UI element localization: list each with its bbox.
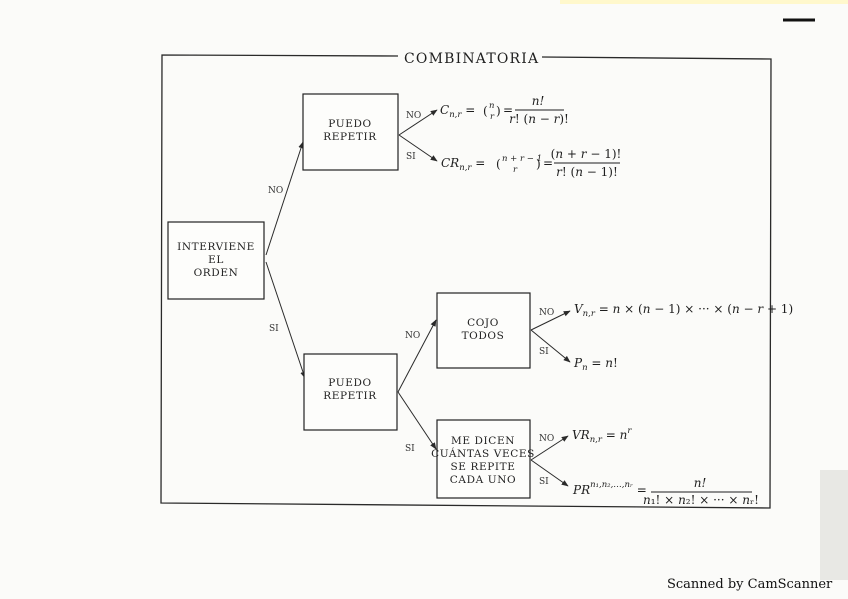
svg-text:): ): [496, 104, 501, 118]
svg-text:Vn,r = n × (n − 1) × ··· × (n: Vn,r = n × (n − 1) × ··· × (n − r + 1): [574, 302, 793, 319]
edge-root-to-top: [265, 141, 304, 256]
repeat-count-node: ME DICEN CUÁNTAS VECES SE REPITE CADA UN…: [431, 419, 535, 499]
svg-text:CRn,r =: CRn,r =: [441, 156, 485, 173]
top-repeat-node: PUEDO REPETIR: [302, 93, 399, 171]
root-node: INTERVIENE EL ORDEN: [167, 221, 265, 300]
edge-label-root-no: NO: [268, 186, 283, 196]
svg-text:r: r: [513, 165, 518, 175]
svg-text:=: =: [503, 103, 513, 117]
formula-combinations-repetition: CRn,r = ( n + r − 1 r ) = (n + r − 1)! r…: [441, 147, 621, 179]
scan-edge-highlight: [560, 0, 848, 4]
edge-label-top-si: SI: [406, 152, 416, 162]
svg-text:(: (: [483, 104, 488, 118]
top-repeat-line-1: PUEDO: [328, 118, 371, 130]
scanner-watermark: Scanned by CamScanner: [667, 577, 833, 592]
take-all-line-2: TODOS: [462, 330, 505, 342]
formula-permutations: Pn = n!: [573, 356, 618, 373]
svg-text:r: r: [490, 112, 495, 122]
svg-text:=: =: [543, 156, 553, 170]
svg-text:(n + r − 1)!: (n + r − 1)!: [551, 147, 622, 161]
edge-label-root-si: SI: [269, 324, 279, 334]
outer-frame: [160, 54, 772, 509]
svg-text:n: n: [489, 101, 494, 111]
repeat-count-line-1: ME DICEN: [451, 435, 515, 447]
edge-label-top-no: NO: [406, 111, 421, 121]
edge-label-take-all-si: SI: [539, 347, 549, 357]
svg-text:(: (: [496, 157, 501, 171]
edge-label-bottom-no: NO: [405, 331, 420, 341]
svg-text:VRn,r = nr: VRn,r = nr: [572, 426, 632, 445]
root-line-1: INTERVIENE: [177, 241, 255, 253]
svg-text:n!: n!: [532, 94, 545, 108]
edge-root-to-bottom: [265, 261, 306, 379]
formula-variations: Vn,r = n × (n − 1) × ··· × (n − r + 1): [574, 302, 793, 319]
edge-label-repeat-count-si: SI: [539, 477, 549, 487]
scan-edge-shadow: [820, 470, 848, 580]
root-line-2: EL: [208, 254, 224, 266]
bottom-repeat-line-2: REPETIR: [323, 390, 377, 402]
edge-top-no: [398, 109, 438, 136]
edge-top-si: [398, 134, 438, 162]
svg-text:Pn = n!: Pn = n!: [573, 356, 618, 373]
repeat-count-line-3: SE REPITE: [450, 461, 515, 473]
bottom-repeat-line-1: PUEDO: [328, 377, 371, 389]
svg-text:): ): [536, 157, 541, 171]
edge-take-all-no: [530, 310, 571, 331]
edge-bottom-no: [397, 319, 437, 393]
svg-text:n + r − 1: n + r − 1: [502, 154, 542, 164]
svg-text:n₁! × n₂! × ··· × nᵣ!: n₁! × n₂! × ··· × nᵣ!: [643, 493, 759, 507]
svg-text:PRn₁,n₂,…,nᵣ =: PRn₁,n₂,…,nᵣ =: [572, 480, 647, 497]
formula-variations-repetition: VRn,r = nr: [572, 426, 632, 445]
formula-permutations-repetition: PRn₁,n₂,…,nᵣ = n! n₁! × n₂! × ··· × nᵣ!: [572, 476, 759, 507]
edge-bottom-si: [397, 391, 437, 450]
take-all-node: COJO TODOS: [436, 292, 531, 369]
take-all-line-1: COJO: [467, 317, 499, 329]
edge-label-repeat-count-no: NO: [539, 434, 554, 444]
formula-combinations: Cn,r = ( n r ) = n! r! (n − r)!: [440, 94, 569, 126]
svg-text:Cn,r =: Cn,r =: [440, 103, 475, 120]
edge-repeat-count-si: [530, 459, 569, 487]
bottom-repeat-node: PUEDO REPETIR: [303, 353, 398, 431]
edge-label-bottom-si: SI: [405, 444, 415, 454]
svg-text:n!: n!: [694, 476, 707, 490]
edge-take-all-si: [530, 329, 571, 363]
repeat-count-line-2: CUÁNTAS VECES: [431, 446, 535, 460]
diagram-title: COMBINATORIA: [404, 51, 539, 67]
repeat-count-line-4: CADA UNO: [450, 474, 516, 486]
svg-text:r! (n − 1)!: r! (n − 1)!: [556, 165, 618, 179]
root-line-3: ORDEN: [194, 267, 239, 279]
top-repeat-line-2: REPETIR: [323, 131, 377, 143]
svg-text:r! (n − r)!: r! (n − r)!: [509, 112, 569, 126]
edge-label-take-all-no: NO: [539, 308, 554, 318]
edge-repeat-count-no: [530, 435, 569, 461]
